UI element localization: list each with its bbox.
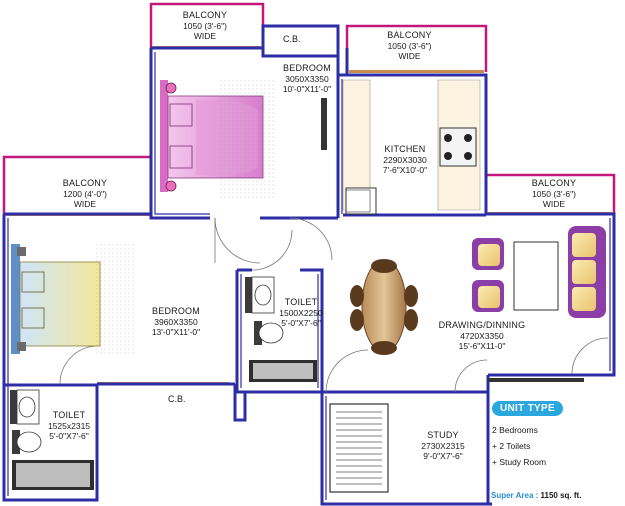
study-label: STUDY 2730X2315 9'-0"X7'-6"	[421, 430, 465, 461]
study-table	[329, 403, 389, 493]
balcony-outlines	[2, 2, 616, 214]
super-area: Super Area : 1150 sq. ft.	[491, 491, 581, 500]
stove	[439, 127, 477, 167]
balcony-top-mid-label: BALCONY 1050 (3'-6") WIDE	[387, 30, 432, 61]
unit-type-title: UNIT TYPE	[492, 401, 563, 416]
unit-type-legend: UNIT TYPE 2 Bedrooms + 2 Toilets + Study…	[492, 398, 622, 504]
drawing-label: DRAWING/DINNING 4720X3350 15'-6"X11-0"	[438, 320, 526, 351]
bottom-toilet-fixtures	[10, 389, 94, 490]
walls	[2, 24, 616, 506]
balcony-right-label: BALCONY 1050 (3'-6") WIDE	[531, 178, 577, 209]
bedroom-main-label: BEDROOM 3960X3350 13'-0"X11'-0"	[151, 306, 201, 337]
sofa-set	[472, 226, 606, 318]
main-bedroom-bed	[11, 244, 134, 356]
balcony-left-label: BALCONY 1200 (4'-0") WIDE	[62, 178, 108, 209]
wardrobe	[321, 98, 327, 150]
toilet-bottom-label: TOILET 1525x2315 5'-0"X7'-6"	[47, 410, 91, 441]
balcony-top-left-label: BALCONY 1050 (3'-6") WIDE	[182, 10, 228, 41]
tv-unit	[488, 378, 584, 382]
kitchen-label: KITCHEN 2290X3030 7'-6"X10'-0"	[382, 144, 428, 175]
unit-item: + 2 Toilets	[492, 441, 531, 451]
cb-bottom-label: C.B.	[168, 394, 186, 404]
cb-top-label: C.B.	[283, 34, 301, 44]
wall-inner-lines	[7, 52, 611, 500]
top-bedroom-bed	[160, 78, 276, 198]
bedroom-top-label: BEDROOM 3050X3350 10'-0"X11'-0"	[282, 63, 332, 94]
door-swings	[59, 217, 609, 393]
unit-item: + Study Room	[492, 457, 547, 467]
super-area-label: Super Area :	[491, 491, 539, 500]
mid-toilet-fixtures	[245, 276, 317, 382]
toilet-mid-label: TOILET 1500X2250 5'-0"X7'-6"	[279, 297, 323, 328]
super-area-value: 1150 sq. ft.	[540, 491, 582, 500]
unit-item: 2 Bedrooms	[492, 425, 538, 435]
dining-set	[350, 259, 418, 355]
